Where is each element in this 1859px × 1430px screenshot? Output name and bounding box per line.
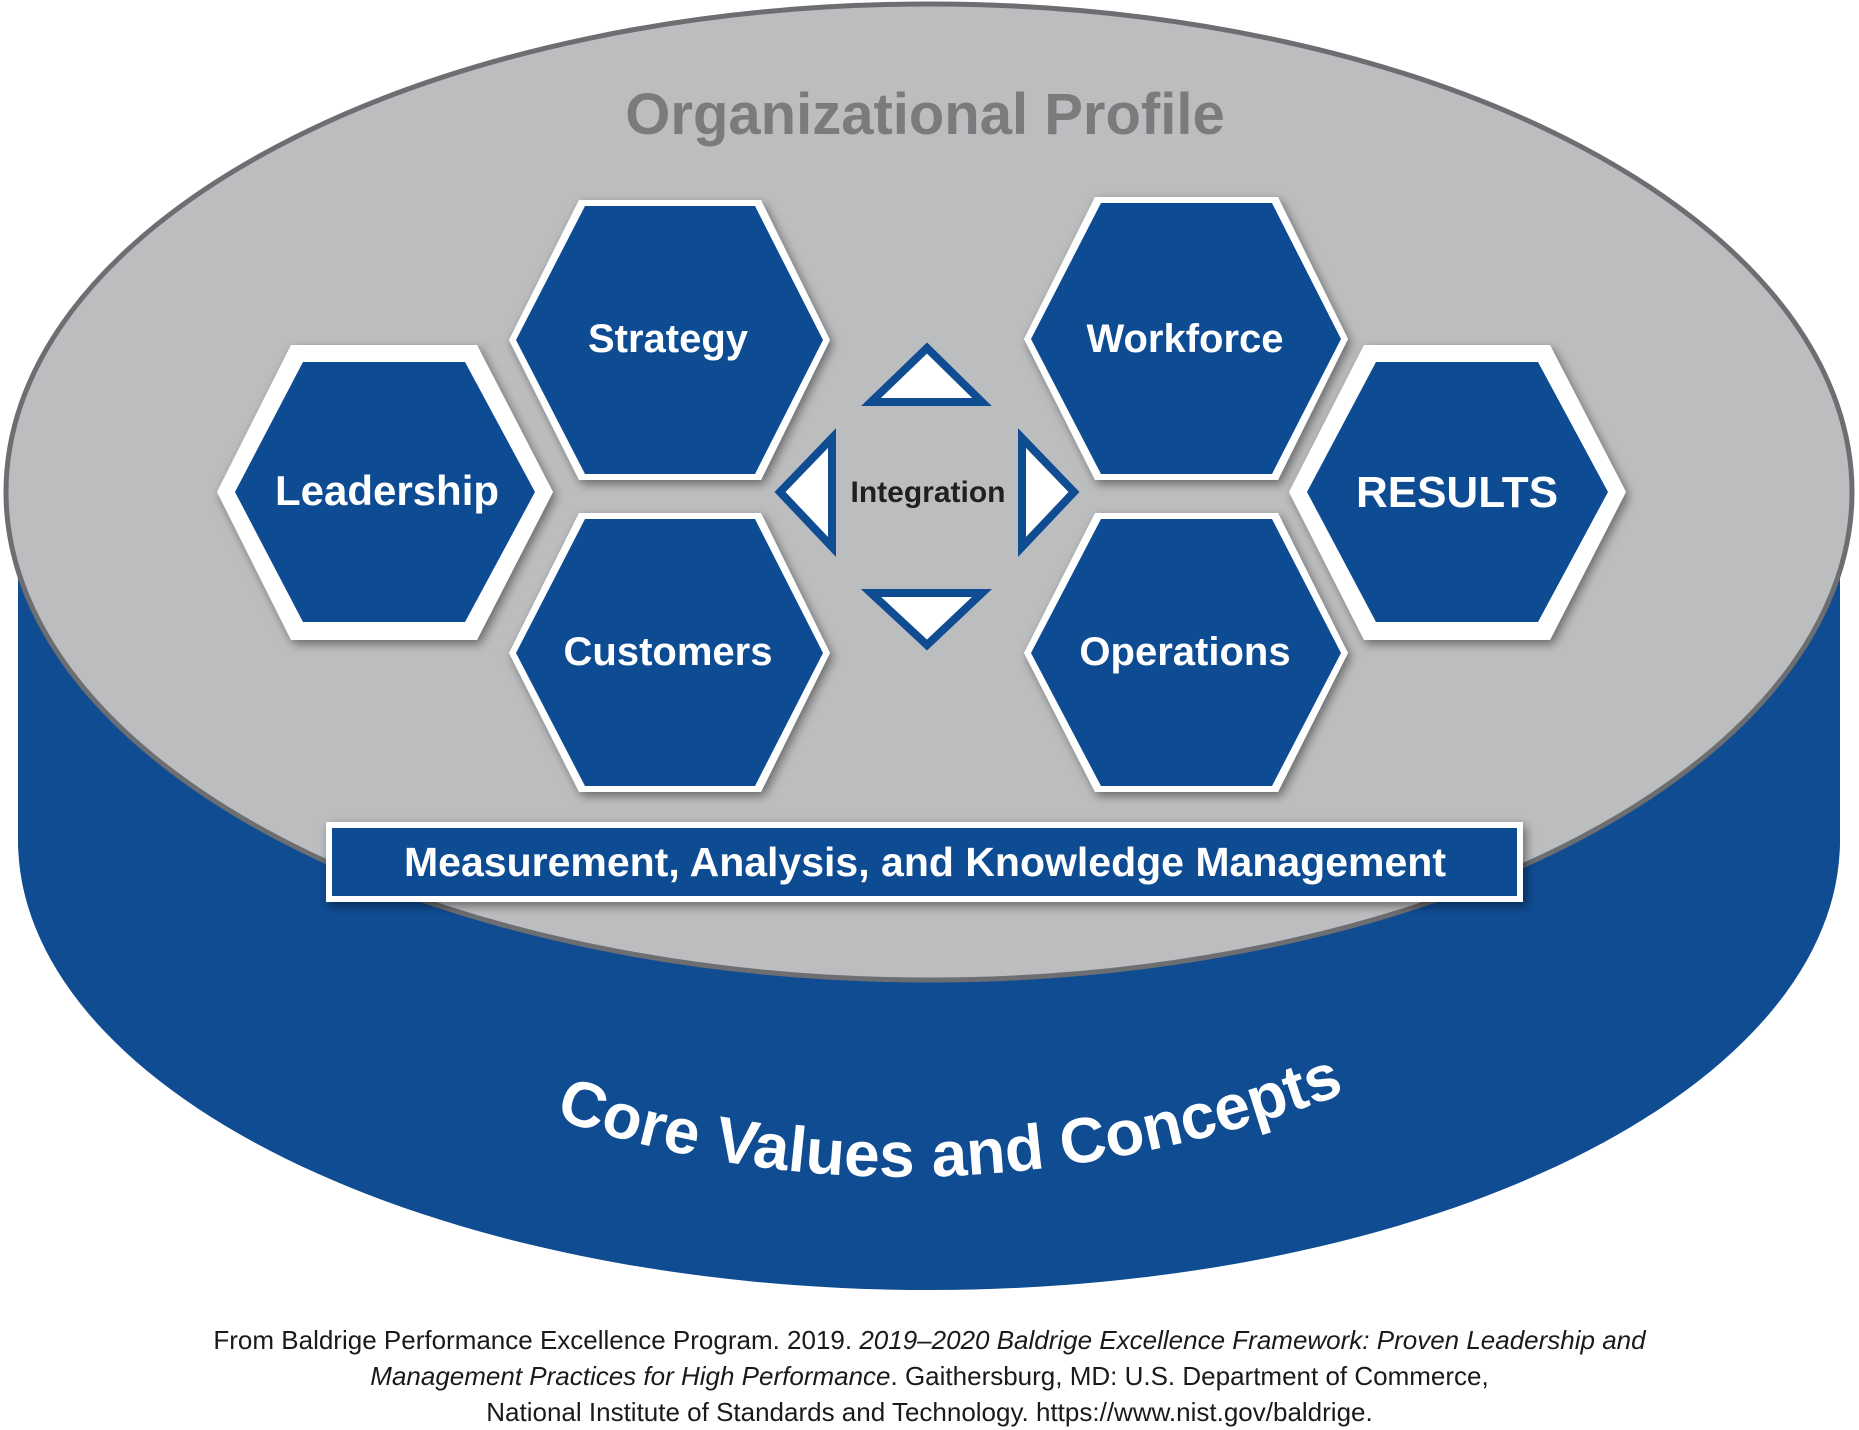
citation-part3: National Institute of Standards and Tech… xyxy=(486,1397,1373,1427)
integration-label: Integration xyxy=(851,476,1006,509)
measurement-bar-label: Measurement, Analysis, and Knowledge Man… xyxy=(404,839,1446,885)
measurement-bar[interactable] xyxy=(326,822,1523,902)
hex-customers[interactable] xyxy=(509,513,830,792)
hex-results[interactable] xyxy=(1289,345,1626,640)
hex-strategy[interactable] xyxy=(509,200,830,480)
citation-line-2: Management Practices for High Performanc… xyxy=(0,1358,1859,1394)
citation-part2: . Gaithersburg, MD: U.S. Department of C… xyxy=(890,1361,1489,1391)
right-arrow-icon xyxy=(1018,428,1080,558)
citation-title-1: 2019–2020 Baldrige Excellence Framework:… xyxy=(859,1325,1646,1355)
hex-workforce-label: Workforce xyxy=(1086,317,1283,361)
left-arrow-icon xyxy=(774,428,836,558)
hex-leadership-label: Leadership xyxy=(275,467,499,514)
citation-line-3: National Institute of Standards and Tech… xyxy=(0,1394,1859,1430)
down-arrow-icon xyxy=(860,589,993,651)
organizational-profile-title: Organizational Profile xyxy=(625,82,1224,147)
up-arrow-icon xyxy=(861,342,992,406)
hex-strategy-label: Strategy xyxy=(588,317,749,361)
organizational-profile-ellipse xyxy=(3,1,1855,983)
citation-line-1: From Baldrige Performance Excellence Pro… xyxy=(0,1322,1859,1358)
hex-results-label: RESULTS xyxy=(1356,468,1558,517)
hex-operations-label: Operations xyxy=(1079,630,1290,674)
hex-operations[interactable] xyxy=(1024,513,1348,792)
hex-customers-label: Customers xyxy=(564,630,773,674)
citation-title-2: Management Practices for High Performanc… xyxy=(370,1361,891,1391)
hex-workforce[interactable] xyxy=(1024,197,1348,480)
citation-part1: From Baldrige Performance Excellence Pro… xyxy=(213,1325,860,1355)
citation: From Baldrige Performance Excellence Pro… xyxy=(0,1322,1859,1430)
hex-leadership[interactable] xyxy=(217,345,553,640)
